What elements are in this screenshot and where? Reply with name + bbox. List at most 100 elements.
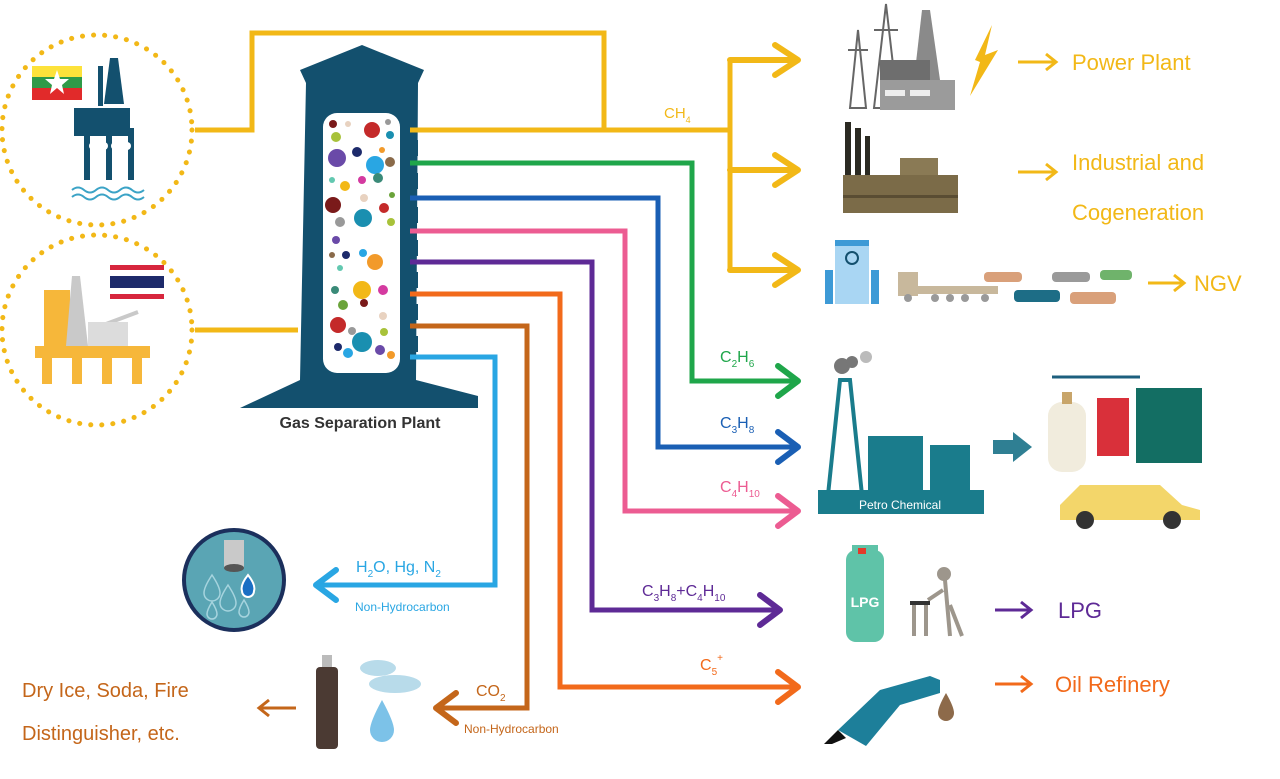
- co2-note: Non-Hydrocarbon: [464, 722, 559, 736]
- gas-molecule: [375, 345, 385, 355]
- offshore-rig-icon: [71, 58, 145, 201]
- gas-molecule: [325, 197, 341, 213]
- gas-molecule: [334, 343, 342, 351]
- gas-molecule: [329, 252, 335, 258]
- ch4-label: CH4: [664, 105, 691, 125]
- non-hc-label: H2O, Hg, N2: [356, 559, 441, 580]
- gas-molecule: [385, 157, 395, 167]
- source-thailand: [0, 232, 195, 428]
- dest-oil-refinery: Oil Refinery: [1055, 672, 1170, 697]
- myanmar-flag-icon: [32, 66, 82, 100]
- arrow-to-co2-uses-icon: [256, 698, 296, 718]
- gas-molecule: [332, 236, 340, 244]
- c5-line: [410, 291, 795, 690]
- dest-power-plant: Power Plant: [1072, 50, 1191, 75]
- soda-bottle-icon: [316, 655, 338, 749]
- gas-molecule: [366, 156, 384, 174]
- bbq-person-icon: [910, 567, 964, 637]
- arrow-heads: [313, 42, 801, 726]
- plant-port: [402, 240, 418, 256]
- petro-products-icon: [1048, 375, 1202, 529]
- c2h6-label: C2H6: [720, 349, 755, 370]
- vehicles-icon: [898, 270, 1132, 304]
- gas-molecule: [367, 254, 383, 270]
- gas-molecule: [329, 120, 337, 128]
- plant-port: [402, 173, 418, 189]
- ch4-source-lines: [195, 30, 607, 333]
- gas-molecule: [360, 299, 368, 307]
- gas-molecule: [342, 251, 350, 259]
- gas-molecule: [354, 209, 372, 227]
- gas-molecule: [364, 122, 380, 138]
- c5-label: C5+: [700, 653, 723, 678]
- gas-molecule: [328, 149, 346, 167]
- gas-molecule: [380, 328, 388, 336]
- c3h8-line: [410, 195, 795, 450]
- gas-molecule: [331, 286, 339, 294]
- gas-molecule: [340, 181, 350, 191]
- gas-molecule: [329, 177, 335, 183]
- c4h10-label: C4H10: [720, 479, 760, 500]
- dest-co2-uses-line2: Distinguisher, etc.: [22, 723, 180, 745]
- gas-molecule: [387, 218, 395, 226]
- co2-line: [410, 323, 530, 711]
- water-treatment-icon: [182, 528, 286, 632]
- gas-molecule: [352, 332, 372, 352]
- plant-port: [402, 272, 418, 288]
- source-myanmar: [0, 32, 195, 228]
- c4h10-line: [410, 228, 795, 514]
- arrow-c5-icon: [775, 669, 801, 705]
- arrow-c2h6-icon: [775, 363, 801, 399]
- arrow-c3h8-icon: [775, 429, 801, 465]
- gas-molecule: [345, 121, 351, 127]
- dotted-circle: [0, 232, 195, 428]
- gas-molecule: [379, 147, 385, 153]
- plant-port: [402, 207, 418, 223]
- gas-molecule: [337, 265, 343, 271]
- gas-molecule: [360, 194, 368, 202]
- arrow-to-oil-refinery-icon: [995, 674, 1034, 694]
- plant-port: [402, 336, 418, 352]
- petro-chemical-label: Petro Chemical: [859, 498, 941, 512]
- lpg-cylinder-label: LPG: [851, 594, 880, 610]
- co2-label: CO2: [476, 683, 506, 704]
- plant-label: Gas Separation Plant: [280, 415, 442, 432]
- arrow-co2-icon: [433, 690, 459, 726]
- arrow-to-industrial-icon: [1018, 162, 1059, 182]
- gas-molecule: [348, 327, 356, 335]
- dry-ice-cloud-icon: [360, 660, 421, 742]
- lpg-stream-label: C3H8+C4H10: [642, 583, 726, 604]
- gas-separation-plant-icon: [240, 45, 478, 408]
- gas-molecule: [386, 131, 394, 139]
- petro-products-arrow-icon: [993, 432, 1032, 462]
- ngv-station-icon: [825, 240, 879, 304]
- dotted-circle: [0, 32, 195, 228]
- gas-molecule: [373, 173, 383, 183]
- non-hc-line: [318, 354, 498, 588]
- non-hc-note: Non-Hydrocarbon: [355, 600, 450, 614]
- gas-molecule: [353, 281, 371, 299]
- dest-ngv: NGV: [1194, 271, 1242, 296]
- gas-molecule: [343, 348, 353, 358]
- gas-molecule: [389, 192, 395, 198]
- power-plant-icon: [848, 3, 998, 110]
- lpg-line: [410, 259, 775, 613]
- arrow-to-lpg-icon: [995, 600, 1034, 620]
- gas-molecule: [358, 176, 366, 184]
- offshore-platform-icon: [35, 276, 150, 384]
- dest-co2-uses-line1: Dry Ice, Soda, Fire: [22, 680, 189, 702]
- gas-molecule: [338, 300, 348, 310]
- gas-molecule: [352, 147, 362, 157]
- arrow-c4h10-icon: [775, 493, 801, 529]
- c2h6-line: [410, 160, 795, 384]
- gas-molecule: [379, 312, 387, 320]
- arrow-non-hc-icon: [313, 567, 339, 603]
- gas-molecule: [379, 203, 389, 213]
- gas-molecule: [359, 249, 367, 257]
- c3h8-label: C3H8: [720, 415, 755, 436]
- dest-industrial-line1: Industrial and: [1072, 150, 1204, 175]
- dest-lpg: LPG: [1058, 598, 1102, 623]
- arrow-to-power-plant-icon: [1018, 52, 1059, 72]
